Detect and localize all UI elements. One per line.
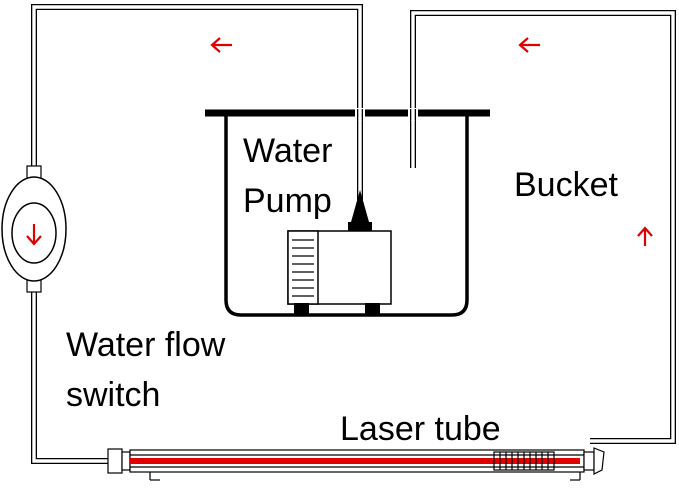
switch-label-line1: Water flow xyxy=(66,326,226,364)
flow-arrow-top-right xyxy=(518,37,540,53)
laser-tube-label: Laser tube xyxy=(340,410,501,448)
bucket xyxy=(205,108,490,317)
pump-label-line1: Water xyxy=(243,132,332,170)
flow-arrow-right-side xyxy=(637,226,653,246)
flow-arrow-switch xyxy=(26,224,42,246)
switch-label-line2: switch xyxy=(66,376,160,414)
laser-tube xyxy=(107,447,605,481)
laser-beam xyxy=(130,458,580,464)
water-pump xyxy=(287,190,392,314)
hose-right-supply xyxy=(410,10,676,444)
bucket-label: Bucket xyxy=(514,166,618,204)
flow-arrow-top-left xyxy=(210,37,232,53)
pump-label-line2: Pump xyxy=(243,182,332,220)
hose-left-return xyxy=(31,4,363,464)
